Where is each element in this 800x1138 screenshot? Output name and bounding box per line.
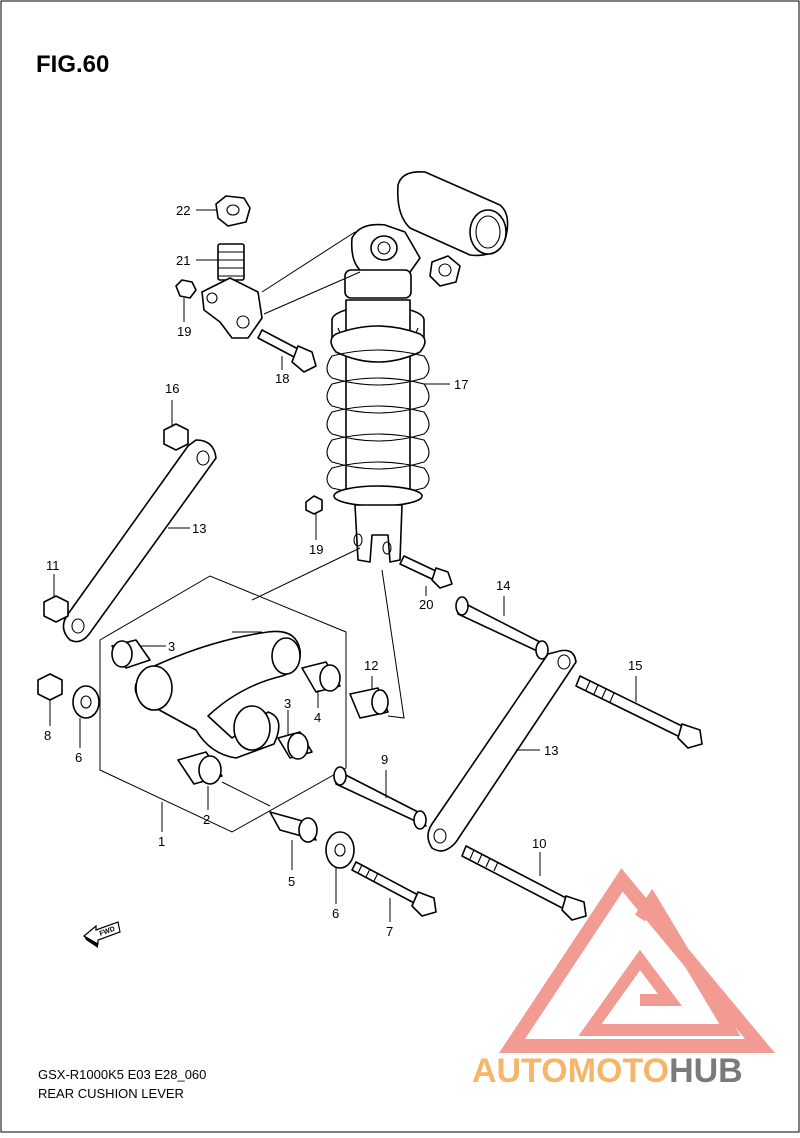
watermark-logo — [498, 868, 775, 1053]
spacer-9 — [333, 766, 427, 830]
assembly-frame — [99, 575, 347, 833]
bearing-3-b — [277, 731, 313, 760]
callout-8: 8 — [44, 728, 51, 743]
nut-19-upper — [175, 279, 197, 299]
bolt-10 — [461, 845, 587, 921]
callout-22: 22 — [176, 203, 190, 218]
watermark-text-main: AUTOMOTOHUB — [472, 1052, 743, 1090]
watermark-text-part2: HUB — [669, 1052, 743, 1090]
callout-7: 7 — [386, 924, 393, 939]
callout-19-lower: 19 — [309, 542, 323, 557]
figure-title: FIG.60 — [36, 51, 109, 78]
nut-16 — [163, 423, 189, 451]
fwd-arrow-icon: FWD — [82, 921, 121, 948]
callout-12: 12 — [364, 658, 378, 673]
group-name: REAR CUSHION LEVER — [38, 1086, 184, 1101]
washer-6-left — [72, 685, 100, 719]
nut-8 — [37, 673, 63, 701]
callout-20: 20 — [419, 597, 433, 612]
callout-21: 21 — [176, 253, 190, 268]
spacer-5 — [269, 811, 318, 843]
cushion-rod-13-right — [427, 649, 577, 852]
nut-19-lower — [305, 495, 323, 515]
callout-3-lower: 3 — [284, 696, 291, 711]
cushion-bracket — [201, 243, 263, 339]
watermark-text-part1: AUTOMOTO — [472, 1052, 669, 1090]
bearing-4 — [301, 661, 341, 693]
washer-6-bottom — [325, 831, 355, 869]
flange-nut-22 — [215, 195, 251, 227]
callout-18: 18 — [275, 371, 289, 386]
callout-1: 1 — [158, 834, 165, 849]
callout-6-bottom: 6 — [332, 906, 339, 921]
callout-14: 14 — [496, 578, 510, 593]
callout-13-left: 13 — [192, 521, 206, 536]
spacer-14 — [455, 596, 549, 660]
callout-16: 16 — [165, 381, 179, 396]
callout-5: 5 — [288, 874, 295, 889]
callout-3-upper: 3 — [168, 639, 175, 654]
spacer-12 — [349, 687, 389, 719]
bolt-18 — [257, 329, 317, 373]
bolt-15 — [575, 675, 703, 749]
nut-11 — [43, 595, 69, 623]
cushion-rod-13-left — [62, 439, 217, 643]
rear-shock-absorber — [326, 170, 509, 563]
callout-17: 17 — [454, 377, 468, 392]
callout-9: 9 — [381, 752, 388, 767]
bearing-3-a — [111, 639, 151, 669]
callout-4: 4 — [314, 710, 321, 725]
callout-19-upper: 19 — [177, 324, 191, 339]
bearing-2 — [177, 751, 223, 785]
cushion-lever-1 — [134, 630, 301, 759]
callout-2: 2 — [203, 812, 210, 827]
callout-leaders — [49, 209, 637, 922]
bolt-7 — [351, 861, 437, 917]
bolt-20 — [399, 555, 453, 589]
callout-10: 10 — [532, 836, 546, 851]
callout-15: 15 — [628, 658, 642, 673]
callout-numbers: 22 21 19 18 17 16 13 11 19 20 14 3 12 15… — [44, 203, 642, 939]
callout-11: 11 — [46, 558, 60, 573]
model-code: GSX-R1000K5 E03 E28_060 — [38, 1067, 206, 1082]
callout-13-right: 13 — [544, 743, 558, 758]
callout-6-left: 6 — [75, 750, 82, 765]
